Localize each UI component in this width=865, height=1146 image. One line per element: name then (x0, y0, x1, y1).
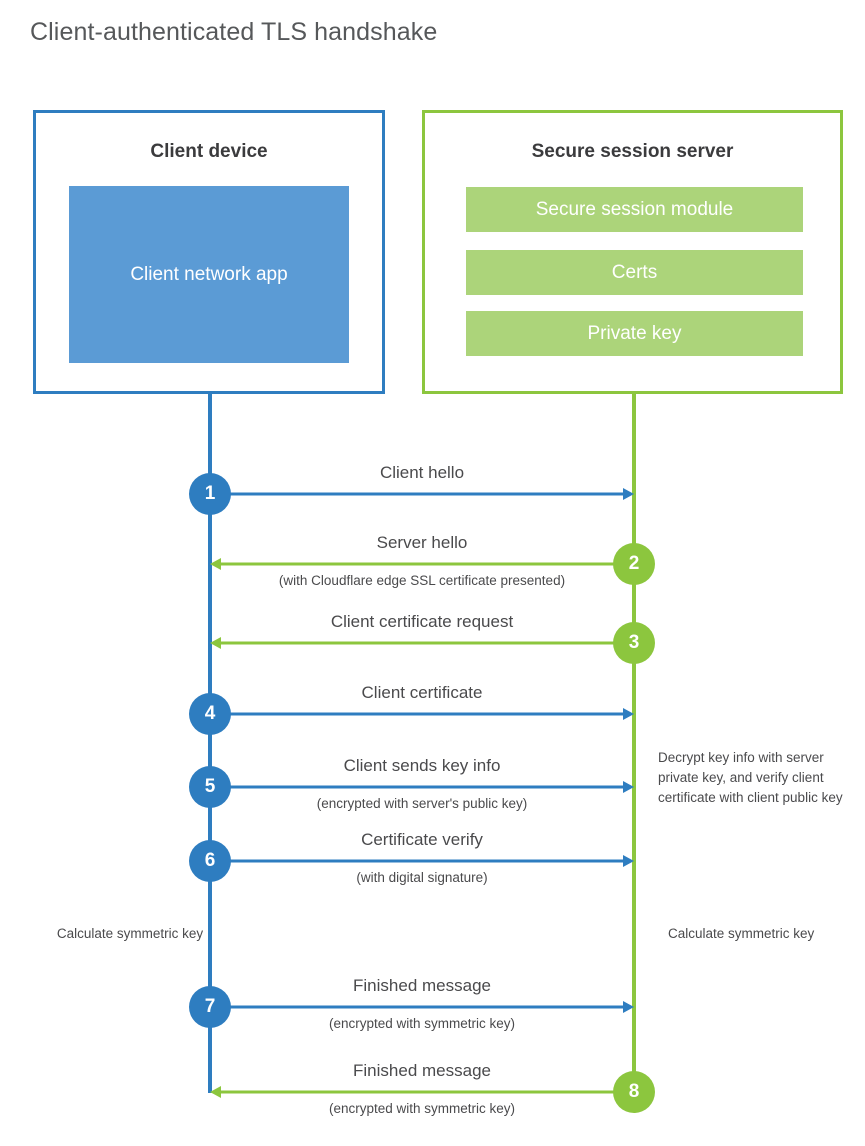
message-sublabel-2: (with Cloudflare edge SSL certificate pr… (278, 573, 566, 588)
message-arrow-2 (210, 558, 634, 570)
client-device-title: Client device (150, 141, 268, 162)
message-label-6: Certificate verify (361, 830, 483, 849)
step-number-4: 4 (189, 693, 231, 735)
message-arrow-5 (210, 781, 634, 793)
server-component-private-key: Private key (466, 311, 803, 356)
step-number-3: 3 (613, 622, 655, 664)
step-number-2: 2 (613, 543, 655, 585)
note-calculate-symmetric-key-server: Calculate symmetric key (668, 926, 815, 941)
secure-session-server-title: Secure session server (531, 141, 734, 162)
note-decrypt-key-info: Decrypt key info with server private key… (658, 750, 843, 805)
message-sublabel-8: (encrypted with symmetric key) (328, 1101, 516, 1116)
message-arrow-8 (210, 1086, 634, 1098)
client-network-app-block: Client network app (69, 186, 349, 363)
message-arrow-3 (210, 637, 634, 649)
message-label-8: Finished message (353, 1061, 491, 1080)
message-sublabel-6: (with digital signature) (356, 870, 488, 885)
message-arrow-4 (210, 708, 634, 720)
step-number-1: 1 (189, 473, 231, 515)
server-component-secure-session-module: Secure session module (466, 187, 803, 232)
step-number-8: 8 (613, 1071, 655, 1113)
message-arrow-7 (210, 1001, 634, 1013)
message-label-7: Finished message (353, 976, 491, 995)
message-label-4: Client certificate (361, 683, 483, 702)
server-lifeline (632, 394, 636, 1093)
step-number-5: 5 (189, 766, 231, 808)
message-label-2: Server hello (376, 533, 468, 552)
message-arrow-6 (210, 855, 634, 867)
step-number-7: 7 (189, 986, 231, 1028)
client-device-box: Client device Client network app (33, 110, 385, 394)
message-sublabel-5: (encrypted with server's public key) (316, 796, 528, 811)
step-number-6: 6 (189, 840, 231, 882)
client-lifeline (208, 394, 212, 1093)
secure-session-server-box: Secure session server Secure session mod… (422, 110, 843, 394)
message-label-3: Client certificate request (330, 612, 514, 631)
server-component-certs: Certs (466, 250, 803, 295)
message-arrow-1 (210, 488, 634, 500)
message-sublabel-7: (encrypted with symmetric key) (328, 1016, 516, 1031)
message-label-5: Client sends key info (343, 756, 501, 775)
message-label-1: Client hello (379, 463, 465, 482)
page-title: Client-authenticated TLS handshake (30, 18, 438, 46)
note-calculate-symmetric-key-client: Calculate symmetric key (56, 926, 204, 941)
